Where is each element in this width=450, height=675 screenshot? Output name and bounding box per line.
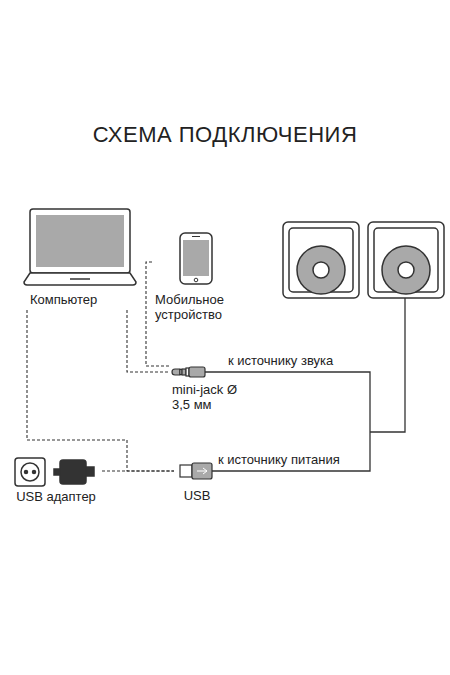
- diagram-title: СХЕМА ПОДКЛЮЧЕНИЯ: [0, 122, 450, 148]
- laptop-icon: [24, 209, 136, 285]
- phone-icon: [180, 233, 212, 284]
- speakers-icon: [283, 222, 444, 298]
- node-label: USB адаптер: [10, 489, 102, 504]
- node-label: Мобильное устройство: [155, 292, 240, 322]
- minijack-node: mini-jack Ø 3,5 мм: [170, 360, 240, 415]
- usb-plug: [180, 463, 212, 479]
- node-label: mini-jack Ø 3,5 мм: [172, 382, 240, 412]
- usb-adapter-node: USB адаптер: [10, 455, 102, 507]
- computer-node: Компьютер: [25, 208, 139, 310]
- dashed-connector: [27, 310, 174, 471]
- node-label: Компьютер: [30, 292, 139, 307]
- usb-node: USB: [174, 462, 220, 506]
- usb-adapter-icon: [15, 458, 94, 486]
- mobile-node: Мобильное устройство: [152, 230, 240, 325]
- node-label: USB: [174, 488, 220, 503]
- cable-label: к источнику звука: [228, 353, 333, 368]
- cable-label: к источнику питания: [218, 452, 340, 467]
- dashed-connector: [102, 470, 174, 471]
- minijack-plug: [172, 367, 205, 377]
